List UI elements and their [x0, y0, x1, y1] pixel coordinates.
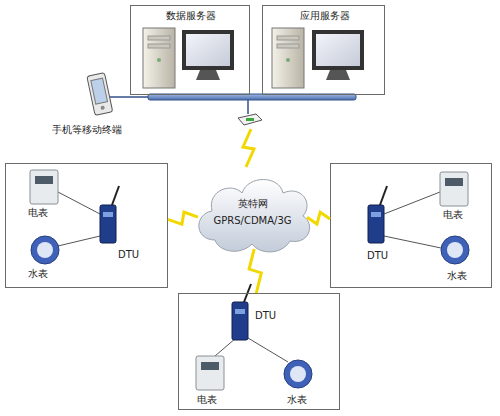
wireless-link — [249, 249, 261, 293]
data-server-computer-part — [157, 58, 161, 62]
device-icons-bottom-part — [215, 338, 236, 356]
router-link — [247, 100, 249, 114]
device-icons-bottom-part — [248, 338, 288, 362]
group-box: 电表水表 DTU — [5, 163, 168, 288]
device-icons-bottom-part — [196, 356, 224, 390]
router-icon-part — [246, 118, 254, 121]
device-icons-right-part — [445, 178, 463, 186]
device-icons-left-part — [58, 236, 100, 246]
data-server-computer-part — [148, 44, 170, 48]
device-label: 手机等移动终端 — [52, 123, 122, 137]
group-box: 电表 DTU 水表 — [330, 163, 492, 288]
group-box: 数据服务器 — [130, 5, 250, 95]
application-server-computer-part — [277, 36, 299, 40]
device-icons-bottom — [196, 284, 312, 390]
device-icons-right-part — [384, 192, 440, 214]
device-icons-left-part — [112, 186, 119, 205]
device-icons-left-part — [100, 205, 116, 243]
device-icons-bottom-part — [290, 366, 306, 382]
mobile-terminal-icon-part — [87, 73, 113, 116]
phone-link — [110, 96, 148, 98]
group-box: DTU 电表 水表 — [178, 293, 340, 410]
device-icons-left-part — [30, 170, 58, 204]
router-icon-part — [238, 114, 262, 125]
device-icons-bottom-part — [232, 302, 248, 340]
wireless-link — [307, 212, 330, 224]
node-text: DTU — [367, 250, 388, 262]
node-text: 水表 — [287, 394, 307, 406]
node-text: DTU — [118, 249, 139, 261]
data-server-computer-part — [182, 30, 234, 70]
node-text: 电表 — [443, 209, 463, 221]
device-icons-left-part — [58, 192, 100, 214]
node-text: 水表 — [447, 270, 467, 282]
application-server-computer-part — [272, 28, 304, 88]
device-icons-right-part — [447, 242, 463, 258]
application-server-computer-part — [286, 58, 290, 62]
device-icons-bottom-part — [284, 360, 312, 388]
application-server-computer-part — [326, 70, 350, 80]
device-icons-bottom-part — [201, 362, 219, 370]
group-box: 应用服务器 — [262, 5, 385, 95]
router-icon — [238, 114, 262, 125]
device-icons-left-part — [37, 242, 53, 258]
node-text: 水表 — [28, 268, 48, 280]
application-server-computer-part — [316, 34, 360, 66]
data-server-computer-part — [196, 70, 220, 80]
node-text: 电表 — [28, 207, 48, 219]
device-icons-left-part — [103, 212, 113, 217]
device-icons-right — [368, 172, 469, 264]
node-text: 应用服务器 — [263, 10, 386, 22]
device-icons-right-part — [380, 186, 387, 205]
application-server-computer — [272, 28, 364, 88]
device-icons-right-part — [441, 236, 469, 264]
cloud-text: GPRS/CDMA/3G — [190, 215, 315, 227]
data-server-computer-part — [148, 36, 170, 40]
device-icons-left-part — [35, 176, 53, 184]
device-icons-right-part — [371, 212, 381, 217]
wireless-link — [168, 212, 198, 224]
device-icons-left-part — [31, 236, 59, 264]
mobile-terminal-icon-part — [100, 105, 105, 110]
network-cloud: 英特网 GPRS/CDMA/3G — [190, 168, 315, 258]
device-icons-bottom-part — [235, 309, 245, 314]
cloud-text: 英特网 — [190, 198, 315, 210]
node-text: DTU — [255, 310, 276, 322]
data-server-computer — [143, 28, 234, 88]
cloud-outline — [190, 168, 315, 258]
application-server-computer-part — [312, 30, 364, 70]
device-icons-right-part — [440, 172, 468, 206]
node-text: 电表 — [197, 394, 217, 406]
node-text: 数据服务器 — [131, 10, 251, 22]
device-icons-right-part — [384, 236, 441, 248]
wireless-bolt — [243, 129, 254, 167]
mobile-terminal-icon — [87, 73, 113, 116]
data-server-computer-part — [143, 28, 175, 88]
device-icons-right-part — [368, 205, 384, 243]
mobile-terminal-icon-part — [91, 78, 108, 104]
data-server-computer-part — [186, 34, 230, 66]
application-server-computer-part — [277, 44, 299, 48]
